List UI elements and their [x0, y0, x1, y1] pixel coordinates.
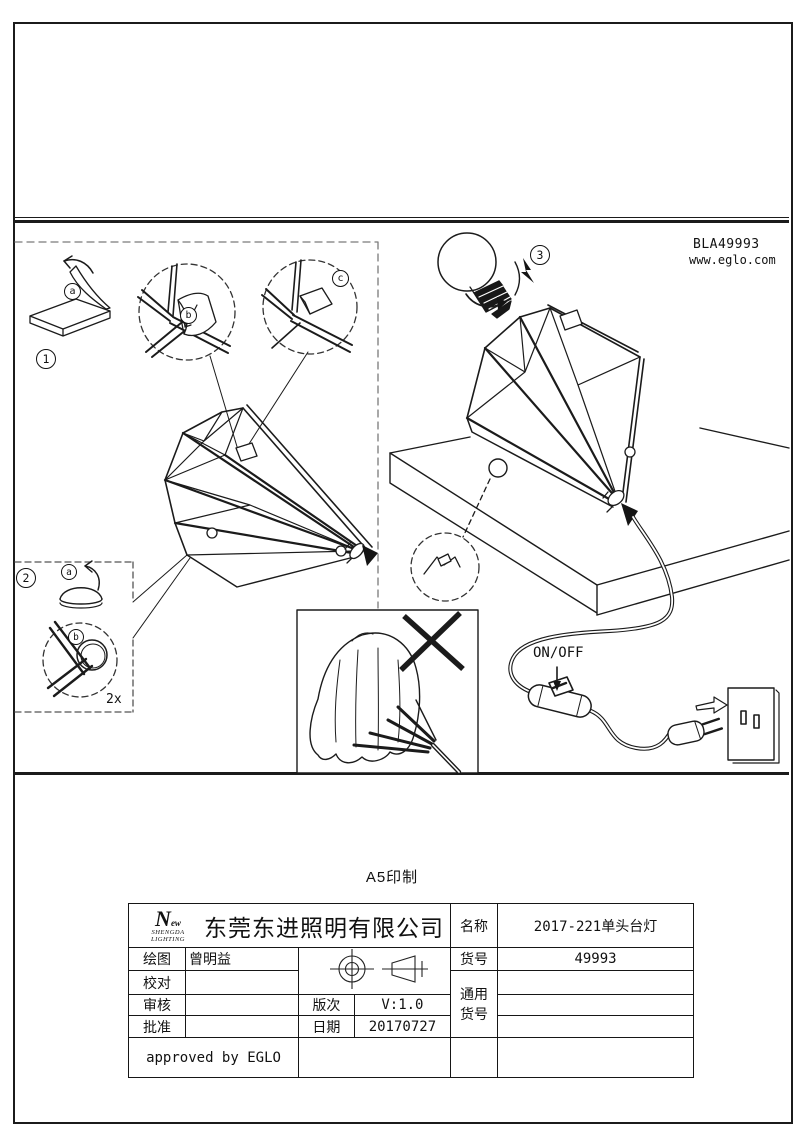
foot-detail-circle	[410, 478, 491, 602]
website-url: www.eglo.com	[689, 253, 776, 267]
company-logo: New SHENGDA LIGHTING	[151, 906, 185, 943]
substep-b-badge: b	[180, 307, 197, 324]
name-label: 名称	[450, 903, 499, 948]
cloth-warning-box	[296, 609, 479, 775]
date-label: 日期	[298, 1015, 355, 1038]
generic-item-label: 通用 货号	[450, 970, 499, 1038]
step2-number-badge: 2	[16, 568, 36, 588]
generic-value-1	[497, 970, 695, 995]
insert-arrow	[695, 696, 728, 714]
empty-cell-label	[450, 1037, 499, 1078]
table-surface	[389, 427, 790, 616]
title-block-table: New SHENGDA LIGHTING 东莞东进照明有限公司 名称 2017-…	[127, 903, 695, 1078]
date-value: 20170727	[353, 1015, 452, 1038]
no-cover-x-icon	[399, 611, 465, 672]
detail-circle-b	[137, 263, 239, 451]
bulb-icon	[437, 232, 534, 319]
version-value: V:1.0	[353, 994, 452, 1016]
version-label: 版次	[298, 994, 355, 1016]
step3-number-badge: 3	[530, 245, 550, 265]
approve-label: 批准	[128, 1015, 186, 1038]
product-code: BLA49993	[693, 237, 760, 252]
wall-outlet	[727, 687, 780, 764]
projection-symbol	[297, 947, 452, 995]
company-name: 东莞东进照明有限公司	[204, 914, 444, 941]
item-value: 49993	[497, 947, 695, 971]
draw-value: 曾明益	[185, 947, 299, 971]
top-separator-thin	[13, 217, 789, 218]
lamp-wireframe-right	[465, 304, 645, 526]
substep-c-badge: c	[332, 270, 349, 287]
approve-value	[185, 1015, 299, 1038]
print-format-note: A5印制	[365, 869, 419, 886]
lamp-wireframe-left	[132, 404, 378, 639]
power-cord	[508, 515, 675, 751]
check-label: 校对	[128, 970, 186, 995]
generic-value-3	[497, 1015, 695, 1038]
check-value	[185, 970, 299, 995]
quantity-label: 2x	[106, 692, 122, 707]
peel-sticker-icon	[29, 255, 111, 337]
generic-value-2	[497, 994, 695, 1016]
empty-cell-mid	[297, 1037, 452, 1078]
substep-b2-badge: b	[68, 629, 84, 645]
substep-a2-badge: a	[61, 564, 77, 580]
step1-dashed-box	[14, 241, 379, 609]
page-border	[13, 22, 793, 1124]
name-value: 2017-221单头台灯	[497, 903, 695, 948]
substep-a-badge: a	[64, 283, 81, 300]
on-off-label: ON/OFF	[533, 645, 584, 661]
review-value	[185, 994, 299, 1016]
step1-number-badge: 1	[36, 349, 56, 369]
power-plug	[667, 717, 724, 746]
approved-by-note: approved by EGLO	[128, 1037, 299, 1078]
item-label: 货号	[450, 947, 499, 971]
review-label: 审核	[128, 994, 186, 1016]
on-off-arrow	[553, 666, 561, 691]
top-separator	[13, 220, 789, 223]
step2-pad-icon	[42, 560, 118, 698]
empty-cell-value	[497, 1037, 695, 1078]
detail-circle-c	[246, 259, 358, 448]
draw-label: 绘图	[128, 947, 186, 971]
